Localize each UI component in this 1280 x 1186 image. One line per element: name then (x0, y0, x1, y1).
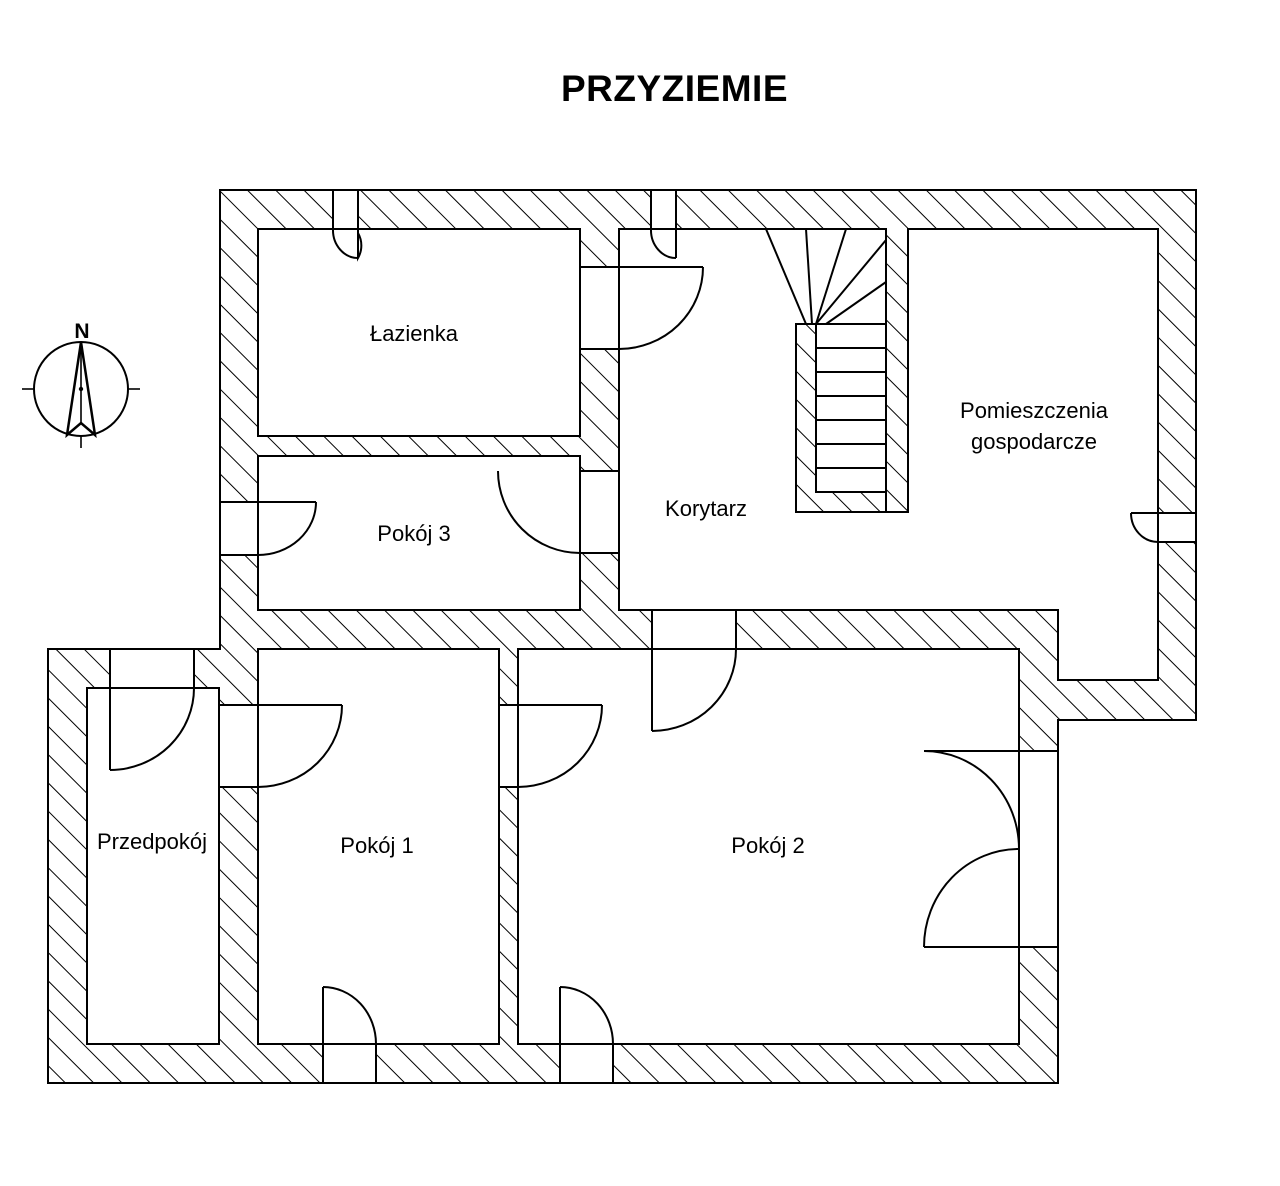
label-korytarz: Korytarz (665, 496, 747, 521)
label-pokoj3: Pokój 3 (377, 521, 450, 546)
label-gospodarcze-1: Pomieszczenia (960, 398, 1109, 423)
label-gospodarcze-2: gospodarcze (971, 429, 1097, 454)
doors (109, 189, 1197, 1084)
room-przedpokoj (86, 687, 220, 1045)
label-przedpokoj: Przedpokój (97, 829, 207, 854)
plan-title: PRZYZIEMIE (560, 68, 789, 109)
compass-icon: N (22, 320, 140, 448)
label-pokoj2: Pokój 2 (731, 833, 804, 858)
room-labels: Łazienka Pokój 3 Korytarz Pomieszczenia … (97, 321, 1109, 858)
compass-north-label: N (74, 320, 89, 343)
staircase (765, 228, 887, 513)
room-pokoj1 (257, 648, 500, 1045)
label-lazienka: Łazienka (370, 321, 459, 346)
label-pokoj1: Pokój 1 (340, 833, 413, 858)
room-lazienka (257, 228, 581, 437)
